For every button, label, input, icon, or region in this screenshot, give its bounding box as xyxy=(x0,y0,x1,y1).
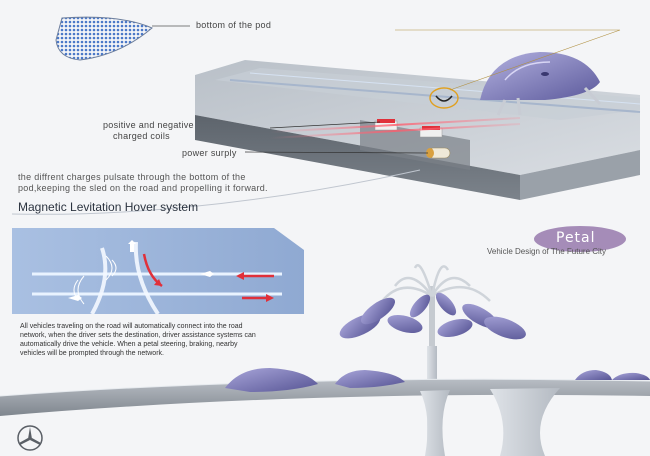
pillar-right xyxy=(490,388,560,456)
bottom-scene xyxy=(0,264,650,456)
description-line-1: the diffrent charges pulsate through the… xyxy=(18,172,246,182)
brand-subtitle: Vehicle Design of The Future City xyxy=(487,247,607,256)
highlight-ring xyxy=(429,87,459,109)
pod-vehicle xyxy=(480,52,600,100)
body-line-2: network, when the driver sets the destin… xyxy=(20,332,256,339)
network-description: All vehicles traveling on the road will … xyxy=(20,322,320,358)
body-line-1: All vehicles traveling on the road will … xyxy=(20,323,243,330)
section-title: Magnetic Levitation Hover system xyxy=(18,200,199,214)
pulse-beam-1 xyxy=(269,117,521,133)
network-diagram-panel xyxy=(12,228,304,314)
petal-badge xyxy=(534,226,626,252)
body-line-3: automatically drive the vehicle. When a … xyxy=(20,341,238,348)
mini-vehicles xyxy=(68,240,214,302)
coils-leader xyxy=(269,121,381,129)
body-line-4: vehicles will be prompted through the ne… xyxy=(20,350,164,357)
label-coils-1: positive and negative xyxy=(103,120,194,130)
maglev-description: the diffrent charges pulsate through the… xyxy=(18,172,328,194)
pod-bottom-inset xyxy=(55,16,153,61)
pulse-beam-2 xyxy=(269,123,521,139)
label-coils-2: charged coils xyxy=(113,131,170,141)
road-pods xyxy=(225,368,650,392)
power-leader xyxy=(244,151,429,154)
description-line-2: pod,keeping the sled on the road and pro… xyxy=(18,183,268,193)
road-slab-front xyxy=(195,115,520,200)
brand-name: Petal xyxy=(556,230,596,246)
tree-pods xyxy=(339,292,526,340)
pillar-center xyxy=(420,390,450,456)
elevated-road xyxy=(0,379,650,416)
label-pod-bottom: bottom of the pod xyxy=(196,20,272,30)
maglev-illustration xyxy=(11,16,641,215)
mercedes-star-icon xyxy=(17,425,43,451)
label-power-supply: power surply xyxy=(182,148,237,158)
